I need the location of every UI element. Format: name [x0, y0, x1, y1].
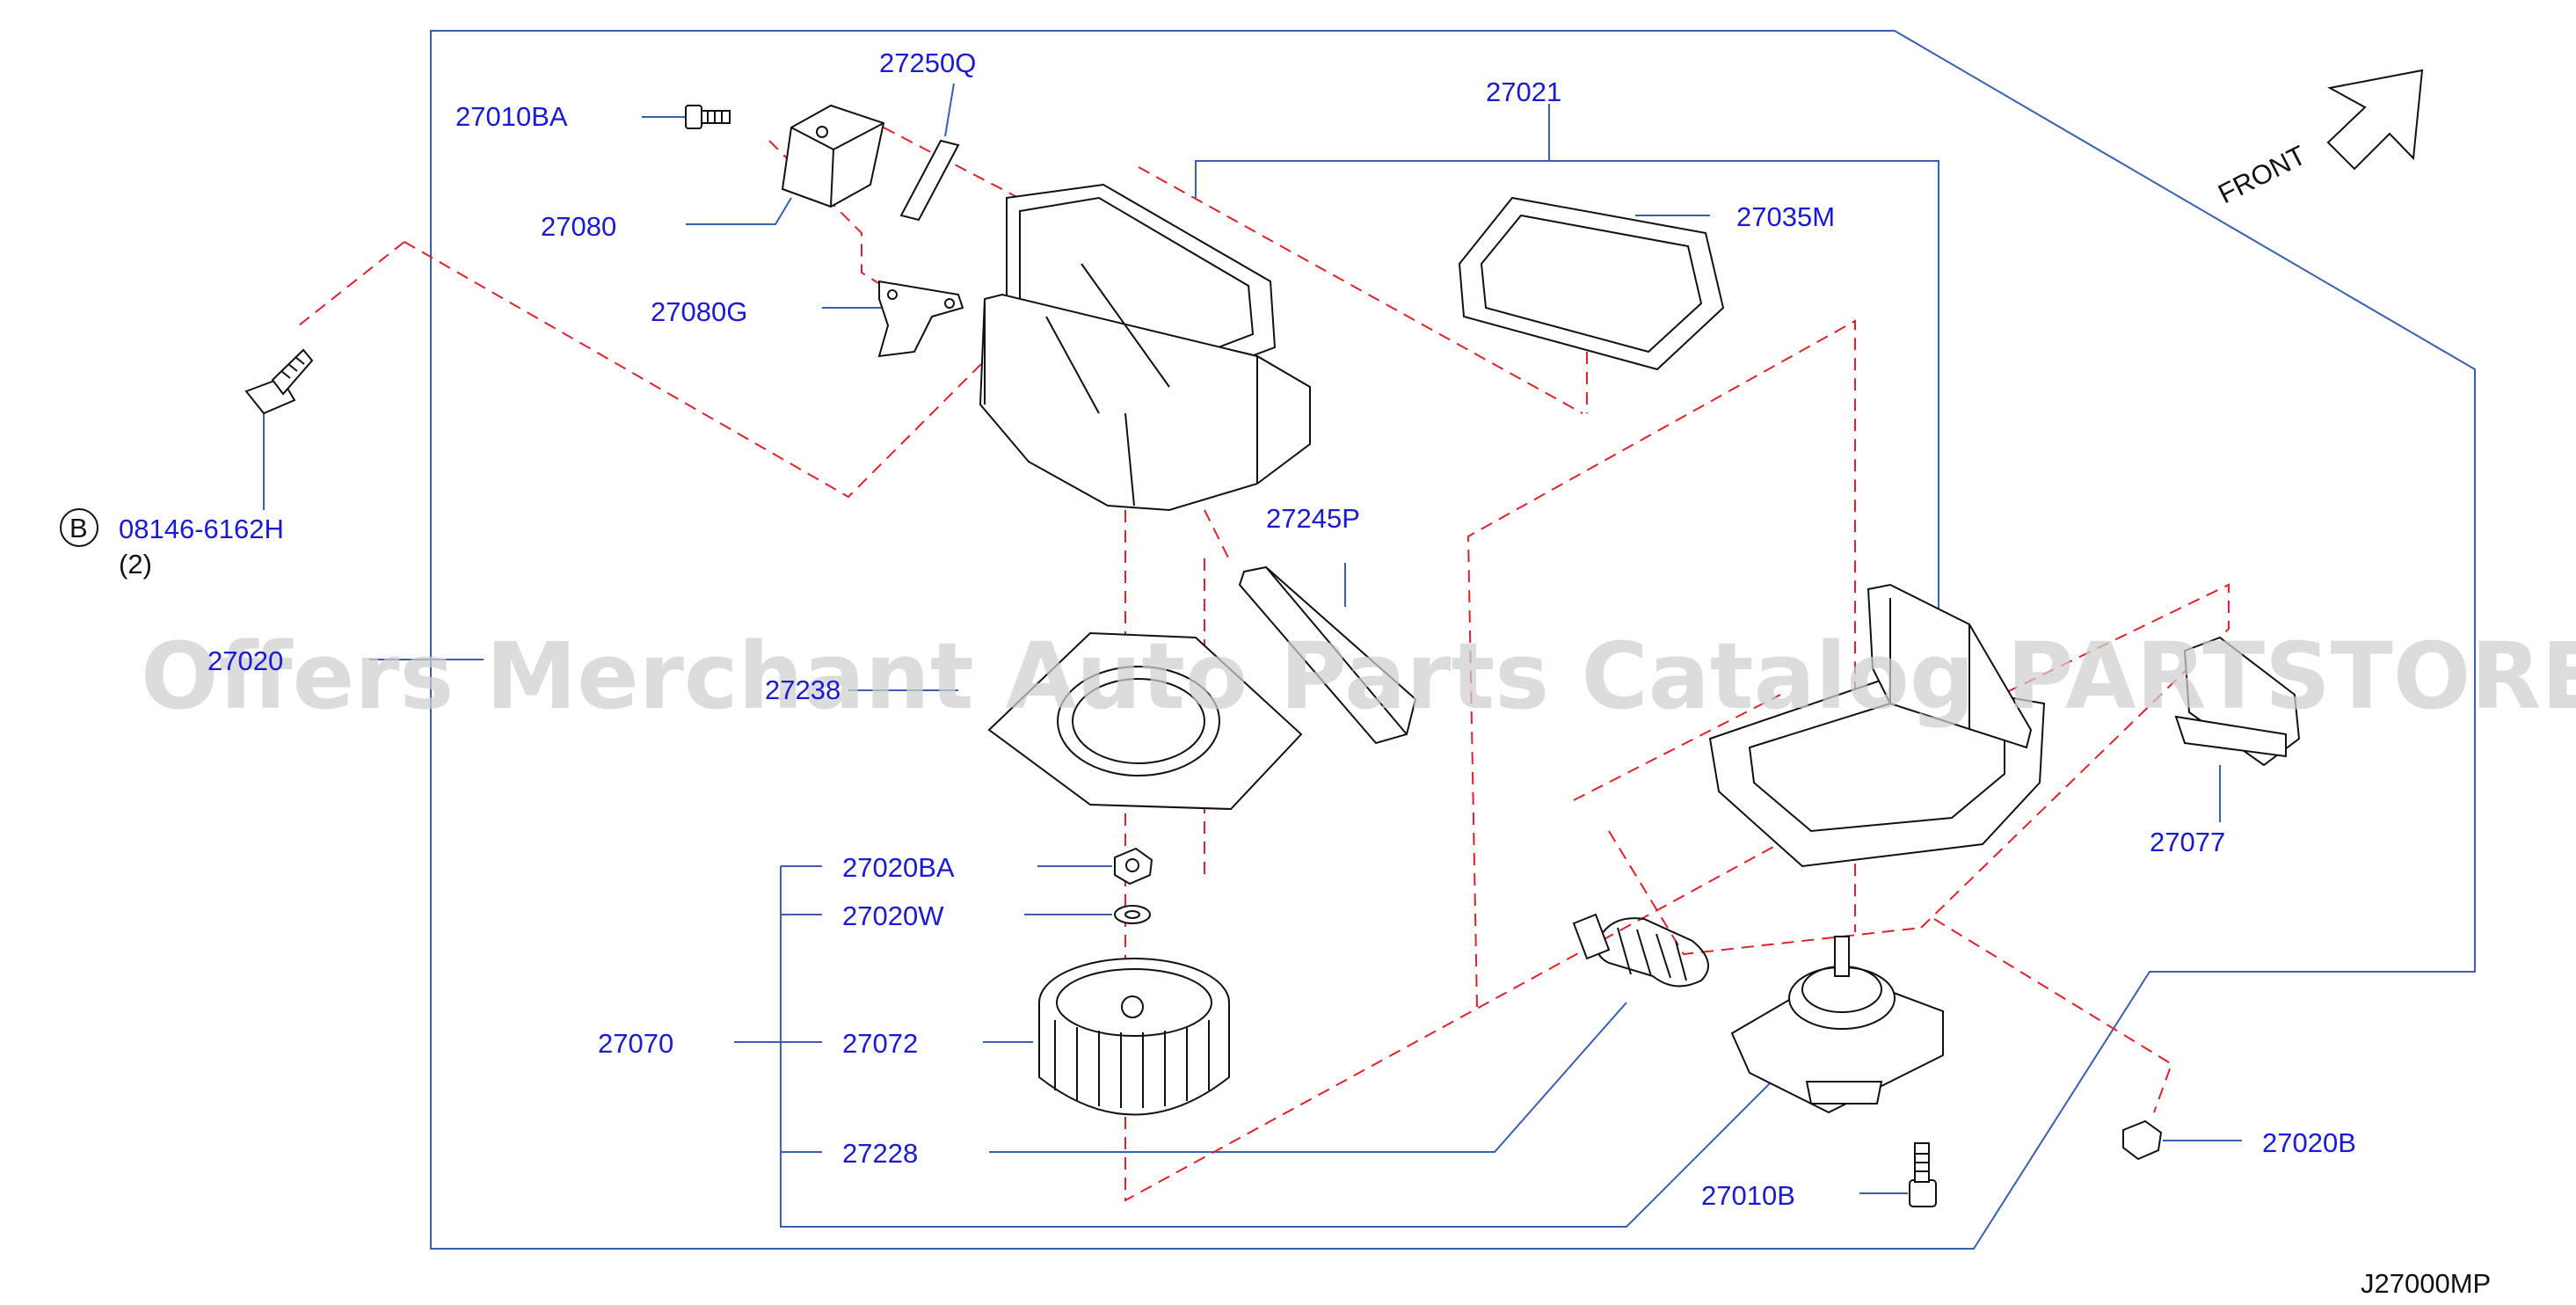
label-27077[interactable]: 27077 [2150, 827, 2225, 857]
nut-27020B [2122, 1119, 2163, 1161]
label-27070[interactable]: 27070 [598, 1028, 673, 1059]
leader-lines [263, 83, 2242, 1228]
front-label: FRONT [2213, 140, 2310, 210]
fan-27072 [1038, 958, 1230, 1116]
bolt-ref-letter: B [69, 513, 88, 543]
label-27080G[interactable]: 27080G [651, 296, 747, 327]
label-27020BA[interactable]: 27020BA [842, 852, 955, 883]
intake-duct-unit [979, 183, 1311, 512]
label-27238[interactable]: 27238 [765, 674, 840, 705]
harness-27228 [1572, 913, 1709, 988]
nut-27020BA [1114, 847, 1153, 886]
washer-27020W [1114, 905, 1151, 924]
motor-27010 [1730, 936, 1944, 1114]
gasket-27238 [987, 631, 1303, 811]
label-27010BA[interactable]: 27010BA [455, 101, 568, 132]
label-27228[interactable]: 27228 [842, 1138, 918, 1169]
bolt-08146-6162H [244, 348, 314, 415]
diagram-code: J27000MP [2361, 1268, 2491, 1299]
label-27250Q[interactable]: 27250Q [879, 47, 976, 78]
label-27080[interactable]: 27080 [541, 211, 616, 242]
assembly-boundary [430, 30, 2476, 1250]
blower-case-unit [1708, 583, 2046, 868]
gasket-27035M [1458, 196, 1725, 371]
bolt-27010BA [685, 105, 731, 129]
label-27020B[interactable]: 27020B [2262, 1127, 2356, 1158]
watermark: Offers Merchant Auto Parts Catalog PARTS… [141, 623, 2576, 730]
front-arrow [2326, 69, 2424, 171]
gasket-27250Q [899, 139, 960, 222]
label-27021[interactable]: 27021 [1486, 77, 1561, 107]
label-27020[interactable]: 27020 [207, 645, 283, 676]
bolt-27010B [1909, 1142, 1937, 1207]
label-08146-6162H[interactable]: 08146-6162H [119, 514, 284, 544]
label-27010B[interactable]: 27010B [1701, 1180, 1795, 1211]
label-27035M[interactable]: 27035M [1736, 201, 1835, 232]
resistor-27077 [2174, 636, 2301, 767]
bracket-27080G [877, 280, 964, 358]
bolt-ref-qty: (2) [119, 549, 152, 580]
label-27072[interactable]: 27072 [842, 1028, 918, 1059]
label-27020W[interactable]: 27020W [842, 900, 944, 931]
label-27245P[interactable]: 27245P [1266, 503, 1360, 534]
bolt-ref-circle [60, 508, 98, 547]
filter-27245P [1238, 565, 1417, 745]
actuator-27080 [781, 104, 885, 208]
